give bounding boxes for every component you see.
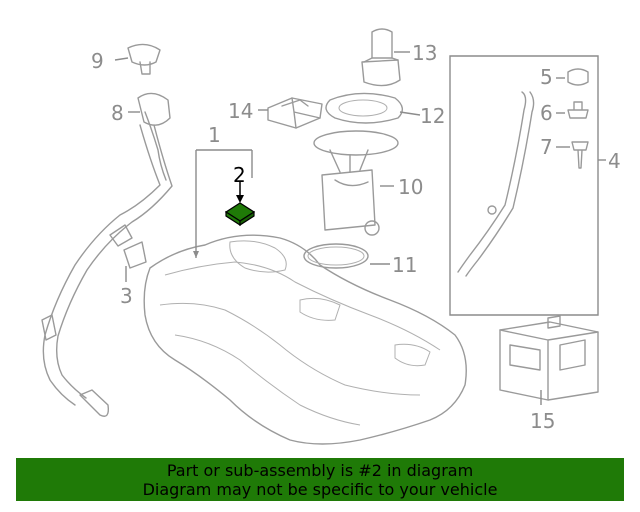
callout-7: 7 bbox=[540, 135, 553, 159]
callout-9: 9 bbox=[91, 49, 104, 73]
banner-line-2: Diagram may not be specific to your vehi… bbox=[142, 480, 498, 499]
o-ring-drawing bbox=[303, 243, 369, 269]
filler-neck-drawing bbox=[41, 43, 173, 417]
leader-lines bbox=[114, 51, 570, 405]
callout-2: 2 bbox=[233, 163, 246, 187]
callout-4: 4 bbox=[608, 149, 621, 173]
fuel-tank-drawing bbox=[143, 234, 467, 445]
module-14-drawing bbox=[267, 97, 323, 129]
fuel-pump-drawing bbox=[313, 130, 399, 236]
pad-part-2-highlighted bbox=[224, 202, 256, 227]
strap-group-box bbox=[449, 55, 606, 316]
callout-3: 3 bbox=[120, 284, 133, 308]
control-box-15-drawing bbox=[499, 315, 599, 401]
callout-10: 10 bbox=[398, 175, 423, 199]
callout-12: 12 bbox=[420, 104, 445, 128]
callout-11: 11 bbox=[392, 253, 417, 277]
callout-6: 6 bbox=[540, 101, 553, 125]
callout-5: 5 bbox=[540, 65, 553, 89]
banner-line-1: Part or sub-assembly is #2 in diagram bbox=[166, 461, 474, 480]
callout-14: 14 bbox=[228, 99, 253, 123]
sender-drawing bbox=[361, 28, 401, 87]
lock-ring-drawing bbox=[325, 92, 403, 124]
callout-1: 1 bbox=[208, 123, 221, 147]
part-info-banner: Part or sub-assembly is #2 in diagram Di… bbox=[16, 458, 624, 501]
callout-8: 8 bbox=[111, 101, 124, 125]
callout-15: 15 bbox=[530, 409, 555, 433]
callout-13: 13 bbox=[412, 41, 437, 65]
bracket-3-drawing bbox=[123, 241, 147, 269]
